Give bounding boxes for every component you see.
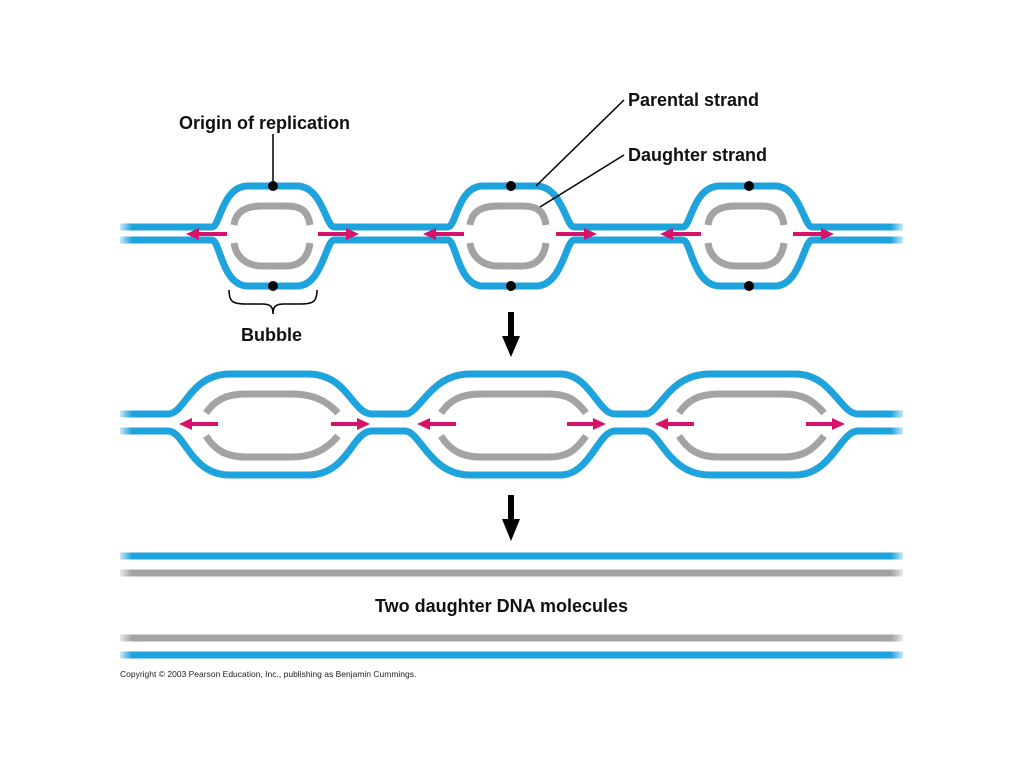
daughter-strand <box>704 202 788 226</box>
parental-strand-top <box>120 370 903 418</box>
origin-dots <box>268 181 754 291</box>
bubble-label: Bubble <box>241 325 302 345</box>
replication-fork-arrow-left <box>660 228 701 240</box>
stage-3-daughter-molecules <box>120 552 903 659</box>
daughter-strand <box>676 390 827 416</box>
replication-fork-arrow-left <box>179 418 218 430</box>
origin-dot <box>506 281 516 291</box>
left-fade <box>116 180 132 670</box>
parental-strand-bottom <box>120 236 903 290</box>
origin-dot <box>506 181 516 191</box>
leader-lines <box>272 99 625 208</box>
origin-dot <box>268 281 278 291</box>
replication-fork-arrow-right <box>793 228 834 240</box>
parental-leader-line <box>535 99 625 187</box>
replication-fork-arrow-left <box>417 418 456 430</box>
stage-1-early-bubbles <box>120 99 903 315</box>
daughter-strand <box>676 433 827 461</box>
fork-arrows-stage-1 <box>186 228 834 240</box>
daughter-strand <box>203 390 341 416</box>
two-daughter-dna-molecules-label: Two daughter DNA molecules <box>375 596 629 616</box>
replication-fork-arrow-right <box>556 228 597 240</box>
parental-strand-label: Parental strand <box>628 90 760 110</box>
stage-2-expanded-bubbles <box>120 370 903 479</box>
daughter-strand <box>438 433 589 461</box>
parental-strand-bottom <box>120 427 903 479</box>
origin-dot <box>268 181 278 191</box>
origin-dot <box>744 281 754 291</box>
copyright-notice: Copyright © 2003 Pearson Education, Inc.… <box>120 669 417 679</box>
down-arrow-2 <box>502 495 520 541</box>
daughter-strands-stage-2 <box>203 390 827 461</box>
fork-arrows-stage-2 <box>179 418 845 430</box>
daughter-strand <box>230 242 314 270</box>
daughter-strand <box>203 433 341 461</box>
origin-dot <box>744 181 754 191</box>
replication-fork-arrow-right <box>806 418 845 430</box>
daughter-strand <box>230 202 314 226</box>
daughter-strands-stage-1 <box>230 202 788 270</box>
replication-fork-arrow-right <box>318 228 359 240</box>
daughter-strand <box>466 202 550 226</box>
replication-fork-arrow-right <box>331 418 370 430</box>
daughter-strand-label: Daughter strand <box>628 145 768 165</box>
right-fade <box>891 180 907 670</box>
replication-fork-arrow-left <box>423 228 464 240</box>
down-arrow-1 <box>502 312 520 357</box>
origin-of-replication-label: Origin of replication <box>179 113 351 133</box>
replication-fork-arrow-right <box>567 418 606 430</box>
daughter-strand <box>438 390 589 416</box>
replication-fork-arrow-left <box>186 228 227 240</box>
daughter-strand <box>466 242 550 270</box>
parental-strands-stage-2 <box>120 370 903 479</box>
parental-strands-stage-1 <box>120 182 903 290</box>
daughter-leader-line <box>539 154 625 208</box>
bubble-brace <box>228 289 318 315</box>
replication-fork-arrow-left <box>655 418 694 430</box>
daughter-strand <box>704 242 788 270</box>
